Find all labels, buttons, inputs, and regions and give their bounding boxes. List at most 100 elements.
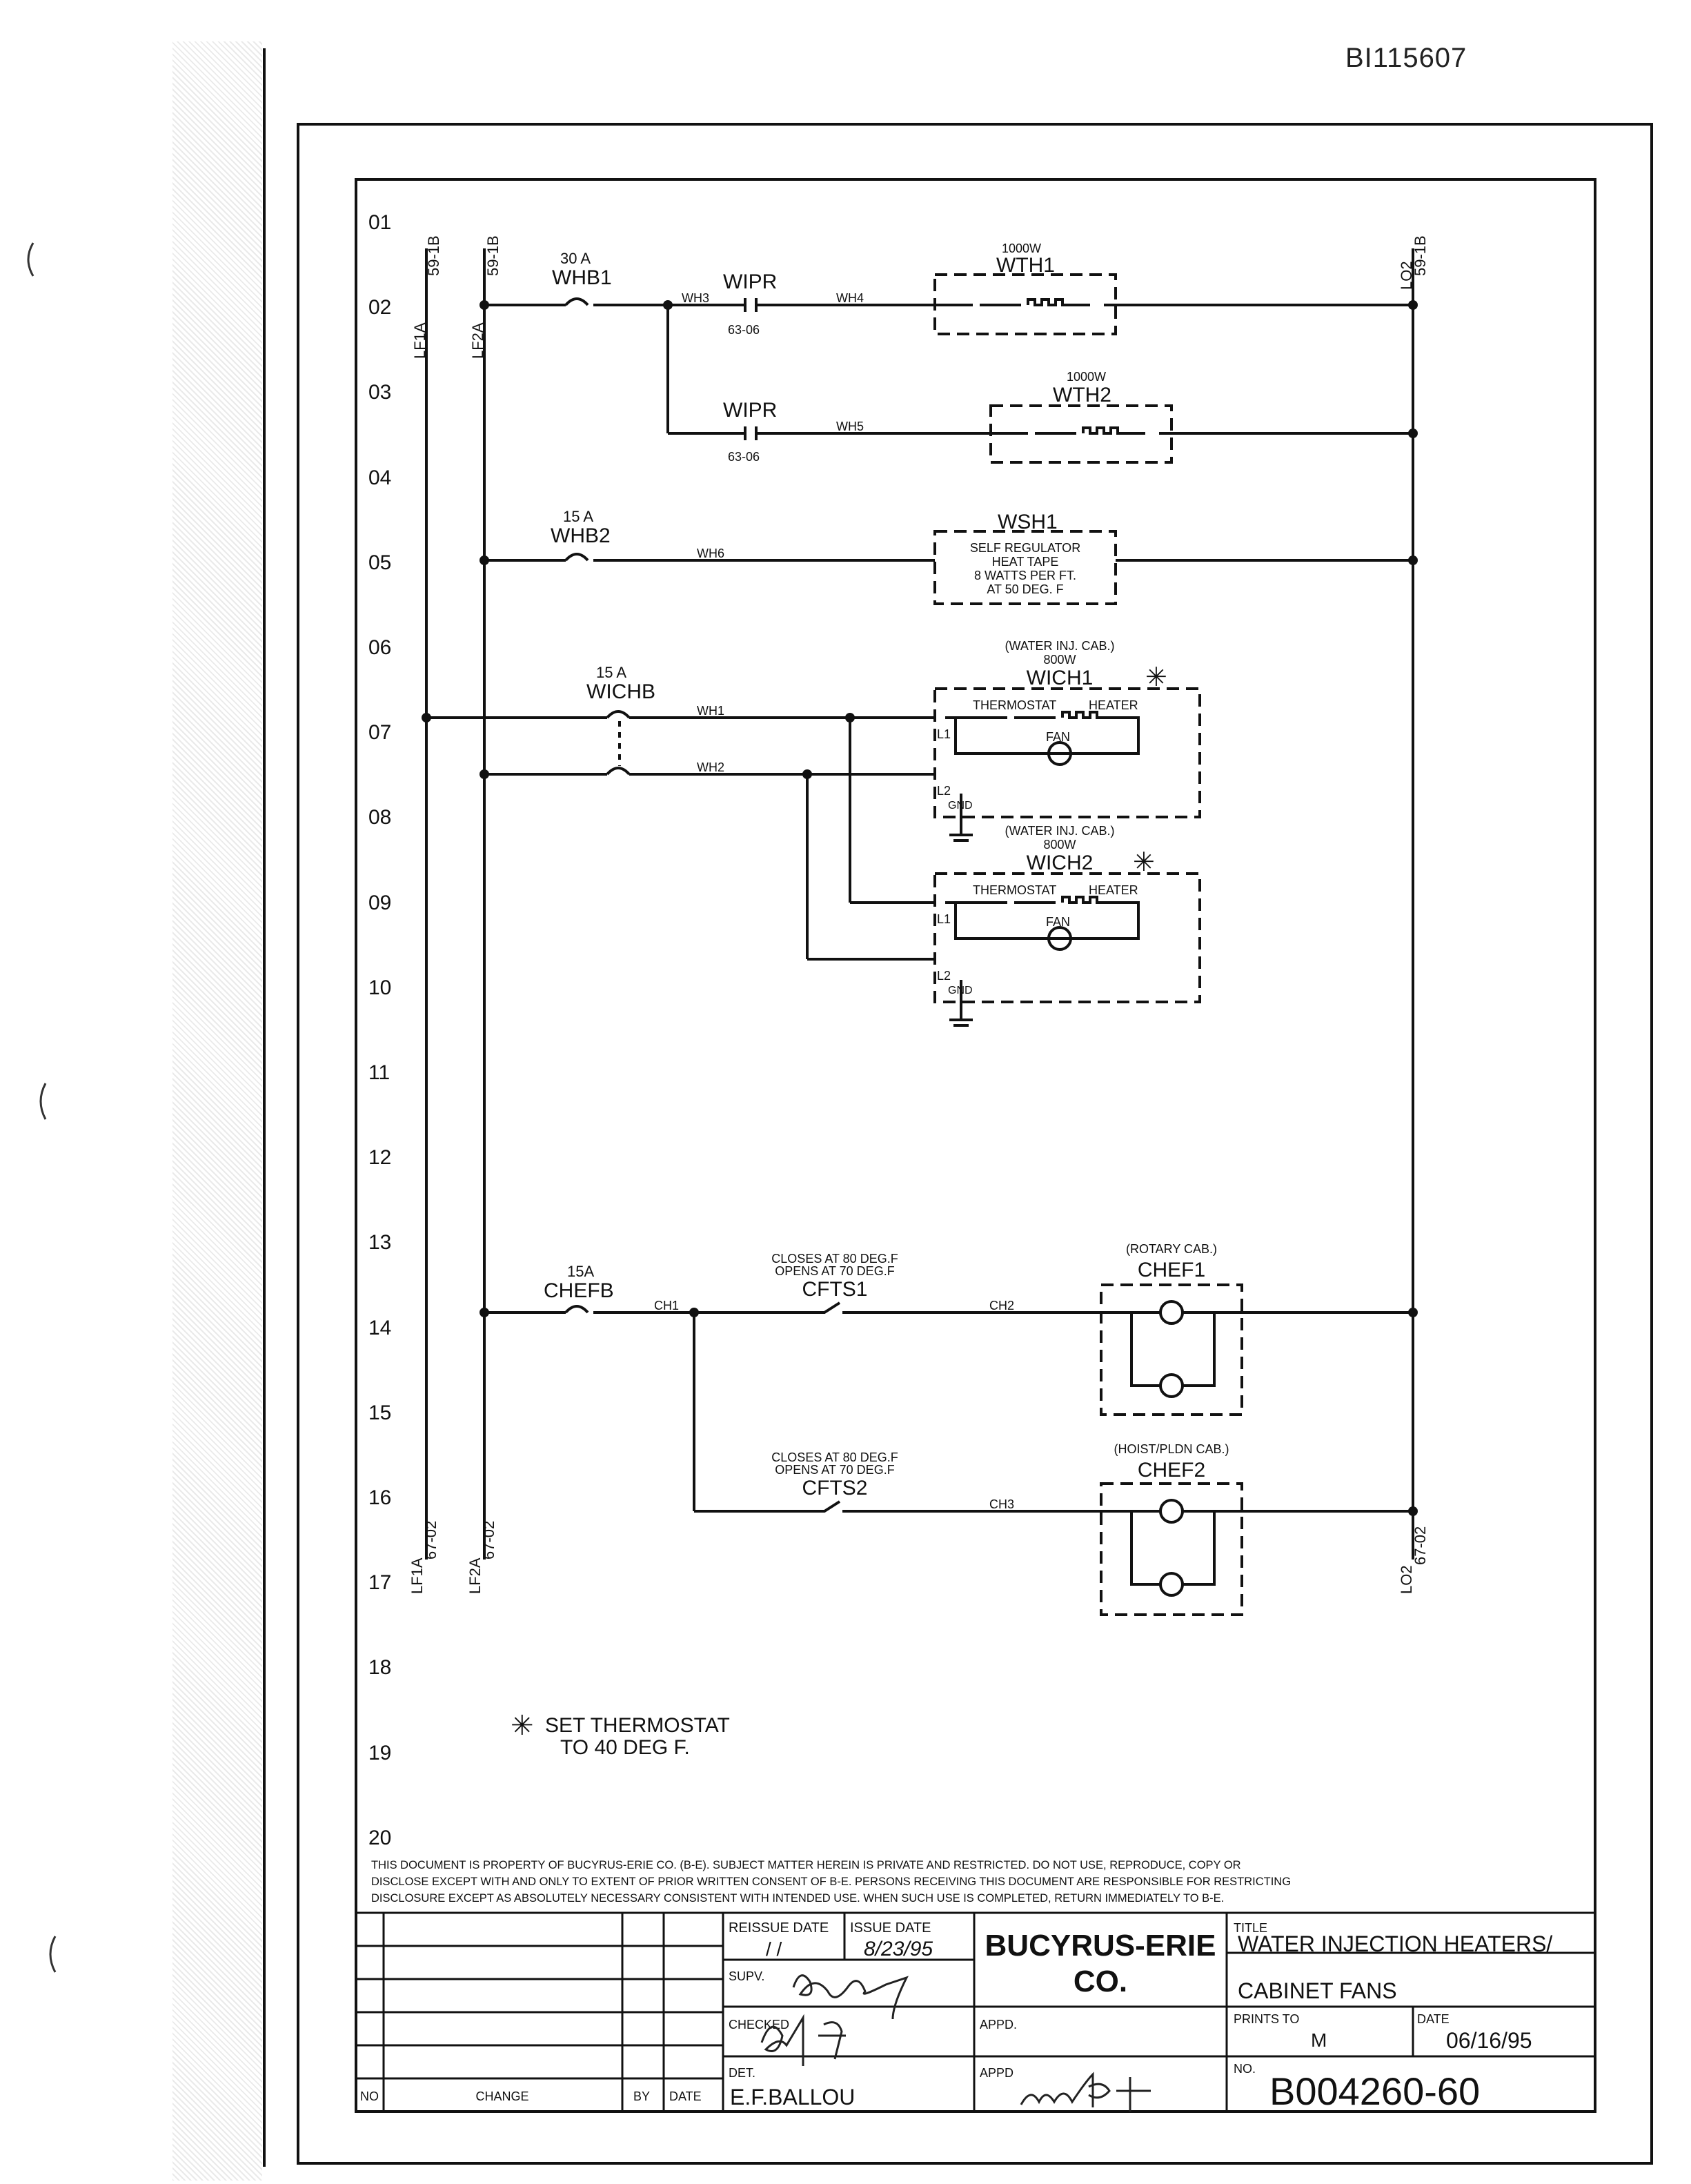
- wich1-l2: L2: [937, 784, 951, 798]
- row-number: 17: [368, 1571, 391, 1594]
- lf1a-label: LF1A: [411, 322, 428, 359]
- wth2-rating: 1000W: [1067, 370, 1106, 384]
- wich2-l1: L1: [937, 912, 951, 926]
- wich2-name: WICH2: [1027, 852, 1094, 874]
- lo2-ref-top: 59-1B: [1412, 235, 1429, 276]
- wich1-l1: L1: [937, 727, 951, 741]
- chefb-name: CHEFB: [544, 1279, 614, 1302]
- title-line2: CABINET FANS: [1238, 1978, 1397, 2003]
- wth2-name: WTH2: [1053, 384, 1111, 406]
- whb1-rating: 30 A: [560, 250, 591, 267]
- det-label: DET.: [729, 2066, 755, 2080]
- lf1a-ref-top: 59-1B: [425, 235, 442, 276]
- wich2-heater: HEATER: [1089, 883, 1138, 897]
- wipr1-ref: 63-06: [728, 323, 760, 337]
- cfts1-line2: OPENS AT 70 DEG.F: [775, 1264, 894, 1278]
- wich1-rating: 800W: [1043, 653, 1076, 667]
- row-number: 16: [368, 1486, 391, 1509]
- lo2-label-bottom: LO2: [1398, 1565, 1415, 1594]
- wth1-rating: 1000W: [1002, 242, 1041, 255]
- row-number: 09: [368, 892, 391, 914]
- wich2-gnd: GND: [948, 985, 973, 996]
- lf2a-label-bottom: LF2A: [466, 1557, 484, 1594]
- wich1-fan: FAN: [1046, 730, 1070, 744]
- wichb-rating: 15 A: [596, 664, 626, 681]
- reissue-value: / /: [766, 1938, 782, 1960]
- lo2-label: LO2: [1398, 261, 1415, 290]
- chef2-cab: (HOIST/PLDN CAB.): [1114, 1442, 1229, 1456]
- lo2-ref-bottom: 67-02: [1412, 1526, 1429, 1565]
- title-block-grid: [356, 1911, 1595, 2112]
- company-co: CO.: [1074, 1965, 1127, 1998]
- wsh1-line4: AT 50 DEG. F: [987, 582, 1063, 596]
- appd-label-2: APPD: [980, 2066, 1013, 2080]
- wth2-box: [989, 404, 1173, 464]
- wipr1-name: WIPR: [723, 270, 777, 293]
- wich1-name: WICH1: [1027, 667, 1094, 689]
- row-number: 12: [368, 1146, 391, 1169]
- wsh1-box: [933, 530, 1117, 605]
- wsh1-line1: SELF REGULATOR: [970, 541, 1080, 555]
- col-by: BY: [633, 2089, 650, 2103]
- col-no: NO: [360, 2089, 379, 2103]
- document-id: BI115607: [1345, 43, 1467, 73]
- row-number: 05: [368, 551, 391, 574]
- wich1-gnd: GND: [948, 800, 973, 811]
- row-number: 01: [368, 211, 391, 234]
- title-line1: WATER INJECTION HEATERS/: [1238, 1931, 1552, 1956]
- legal-line1: THIS DOCUMENT IS PROPERTY OF BUCYRUS-ERI…: [371, 1859, 1241, 1871]
- wich2-fan: FAN: [1046, 915, 1070, 929]
- chef2-box: [1100, 1482, 1243, 1616]
- date-value: 06/16/95: [1446, 2028, 1532, 2053]
- cfts2-name: CFTS2: [802, 1477, 867, 1499]
- row-number: 13: [368, 1231, 391, 1254]
- wich1-box: [933, 687, 1201, 818]
- lf2a-label: LF2A: [469, 322, 486, 359]
- row-number: 04: [368, 466, 391, 489]
- row-number: 08: [368, 806, 391, 829]
- cfts2-line1: CLOSES AT 80 DEG.F: [771, 1450, 898, 1464]
- lf2a-ref-bottom: 67-02: [480, 1521, 497, 1560]
- scan-edge-shading: [172, 41, 262, 2181]
- wich1-thermostat: THERMOSTAT: [973, 698, 1056, 712]
- lf1a-ref-bottom: 67-02: [422, 1521, 439, 1560]
- wsh1-line2: HEAT TAPE: [992, 555, 1059, 569]
- note-line1: SET THERMOSTAT: [545, 1714, 730, 1737]
- wichb-name: WICHB: [586, 680, 655, 703]
- inner-border: [355, 178, 1596, 2113]
- ch2-label: CH2: [989, 1299, 1014, 1312]
- wich2-box: [933, 872, 1201, 1003]
- wich2-rating: 800W: [1043, 838, 1076, 852]
- margin-marks: [27, 242, 57, 1973]
- chef1-cab: (ROTARY CAB.): [1126, 1242, 1217, 1256]
- issue-label: ISSUE DATE: [850, 1920, 931, 1936]
- row-number: 19: [368, 1742, 391, 1764]
- wipr2-ref: 63-06: [728, 450, 760, 464]
- supv-label: SUPV.: [729, 1969, 764, 1983]
- col-change: CHANGE: [475, 2089, 528, 2103]
- row-number: 10: [368, 976, 391, 999]
- chef1-name: CHEF1: [1138, 1259, 1205, 1281]
- row-number: 03: [368, 381, 391, 404]
- wich1-note-star: ✳: [1145, 663, 1167, 692]
- row-number: 20: [368, 1827, 391, 1849]
- drawing-number: B004260-60: [1269, 2069, 1480, 2113]
- whb2-name: WHB2: [551, 524, 611, 547]
- no-label: NO.: [1234, 2062, 1256, 2076]
- wipr2-name: WIPR: [723, 399, 777, 422]
- row-number: 15: [368, 1401, 391, 1424]
- issue-value: 8/23/95: [864, 1938, 933, 1960]
- chef1-box: [1100, 1283, 1243, 1416]
- wsh1-line3: 8 WATTS PER FT.: [974, 569, 1076, 582]
- row-number: 06: [368, 636, 391, 659]
- wich1-cab: (WATER INJ. CAB.): [1005, 639, 1115, 653]
- outer-border: [297, 123, 1653, 2165]
- chefb-rating: 15A: [567, 1263, 594, 1280]
- date-label: DATE: [1417, 2012, 1450, 2026]
- wich2-thermostat: THERMOSTAT: [973, 883, 1056, 897]
- title-label: TITLE: [1234, 1921, 1267, 1935]
- wsh1-name: WSH1: [998, 511, 1058, 533]
- row-number: 11: [368, 1061, 390, 1084]
- lf2a-ref-top: 59-1B: [484, 235, 502, 276]
